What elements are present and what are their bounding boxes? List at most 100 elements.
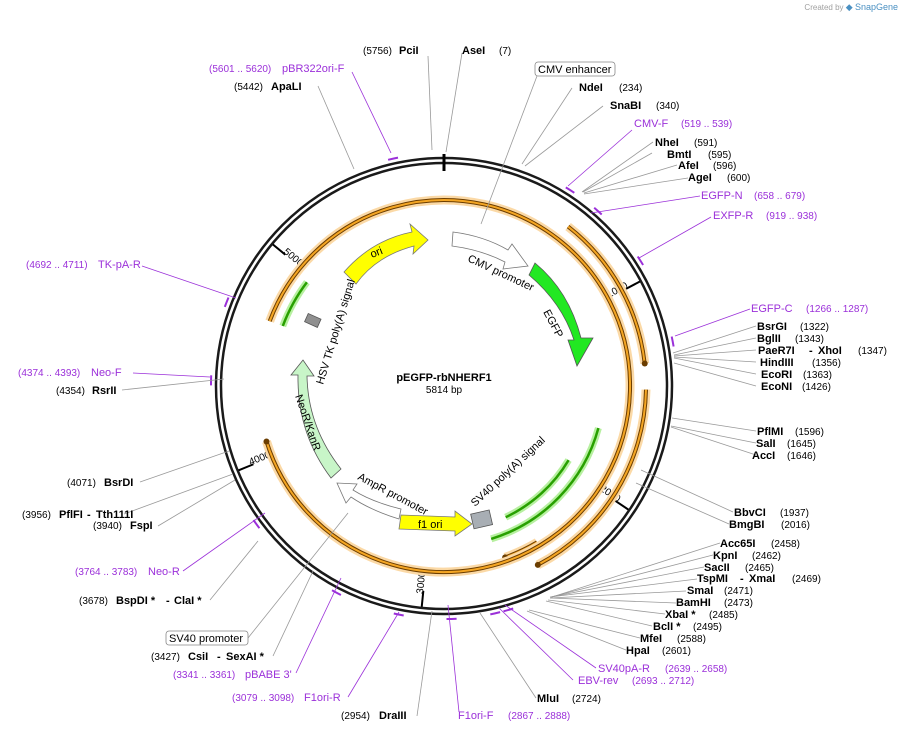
enzyme-label[interactable]: PflMI(1596) [757,426,824,438]
enzyme-label[interactable]: (3956)PflFI-Tth111I [22,509,133,521]
svg-text:Tth111I: Tth111I [96,509,133,521]
svg-text:XbaI *: XbaI * [665,609,696,621]
enzyme-label[interactable]: HindIII(1356) [760,357,841,369]
enzyme-label[interactable]: HpaI(2601) [626,645,691,657]
ampr-promoter-feature[interactable] [336,482,402,520]
svg-text:-: - [809,345,813,357]
enzyme-label[interactable]: SacII(2465) [704,562,774,574]
svg-text:(5601 .. 5620): (5601 .. 5620) [209,64,271,75]
primer-mark[interactable] [490,611,501,616]
primer-label[interactable]: (3079 .. 3098)F1ori-R [232,692,341,704]
enzyme-label[interactable]: AseI (7) [462,45,511,57]
primer-mark[interactable] [252,519,261,529]
enzyme-label[interactable]: (3940)FspI [93,520,153,532]
tick-mark [614,499,629,511]
svg-text:PflFI: PflFI [59,509,83,521]
svg-text:AseI: AseI [462,45,485,57]
enzyme-label[interactable]: Acc65I(2458) [720,538,800,550]
enzyme-label[interactable]: BbvCI(1937) [734,507,809,519]
enzyme-label[interactable]: (5442)ApaLI [234,81,302,93]
enzyme-label[interactable]: EcoNI(1426) [761,381,831,393]
svg-text:BamHI: BamHI [676,597,711,609]
primer-mark[interactable] [565,186,575,194]
neor-kanr-feature[interactable] [290,359,342,479]
primer-label[interactable]: EGFP-C(1266 .. 1287) [751,303,868,315]
svg-text:SacII: SacII [704,562,730,574]
primer-mark[interactable] [503,607,514,613]
boxed-feature-cmv-enhancer[interactable]: CMV enhancer [534,61,616,77]
enzyme-label[interactable]: KpnI(2462) [713,550,781,562]
enzyme-label[interactable]: (4354)RsrII [56,385,116,397]
svg-text:(3341 .. 3361): (3341 .. 3361) [173,670,235,681]
sv40-polya-feature[interactable] [470,509,494,530]
enzyme-label[interactable]: SalI(1645) [756,438,816,450]
primer-label[interactable]: (5601 .. 5620)pBR322ori-F [209,63,345,75]
orf-green-arc[interactable] [505,459,570,519]
enzyme-label[interactable]: SnaBI(340) [610,100,679,112]
enzyme-label[interactable]: SmaI(2471) [687,585,753,597]
primer-mark[interactable] [393,612,404,617]
enzyme-label[interactable]: BsrGI(1322) [757,321,829,333]
primer-label[interactable]: (4374 .. 4393)Neo-F [18,367,122,379]
enzyme-label[interactable]: MluI(2724) [537,693,601,705]
orf-green-arc[interactable] [490,427,600,541]
hsv-tk-polya-feature[interactable] [304,312,322,328]
primer-mark[interactable] [670,336,675,347]
credit-prefix: Created by [804,3,844,12]
backbone [214,154,674,616]
primer-label[interactable]: SV40pA-R (2639 .. 2658) [598,663,727,675]
primer-label[interactable]: EBV-rev(2693 .. 2712) [578,675,694,687]
enzyme-label[interactable]: AfeI(596) [678,160,736,172]
enzyme-label[interactable]: (3427)CsiI-SexAI * [151,651,265,663]
primer-label[interactable]: CMV-F(519 .. 539) [634,118,732,130]
svg-text:(2601): (2601) [662,646,691,657]
enzyme-label[interactable]: NdeI(234) [579,82,642,94]
f1-ori-feature[interactable] [398,510,473,537]
orf-arc-fill [265,199,632,574]
primer-label[interactable]: EXFP-R(919 .. 938) [713,210,817,222]
primer-mark[interactable] [223,297,230,308]
egfp-feature[interactable] [528,262,594,367]
enzyme-label[interactable]: AgeI(600) [688,172,750,184]
enzyme-label[interactable]: NheI(591) [655,137,717,149]
svg-text:(2639 .. 2658): (2639 .. 2658) [665,664,727,675]
primer-mark[interactable] [636,255,644,266]
enzyme-label[interactable]: MfeI(2588) [640,633,706,645]
primer-mark[interactable] [593,207,603,216]
enzyme-label[interactable]: (4071)BsrDI [67,477,133,489]
plasmid-name: pEGFP-rbNHERF1 [396,372,491,384]
svg-text:(2724): (2724) [572,694,601,705]
svg-text:(2462): (2462) [752,551,781,562]
enzyme-label[interactable]: BmtI(595) [667,149,731,161]
boxed-feature-sv40-promoter[interactable]: SV40 promoter [165,630,249,646]
primer-label[interactable]: (3341 .. 3361)pBABE 3' [173,669,292,681]
enzyme-label[interactable]: EcoRI(1363) [761,369,832,381]
enzyme-label[interactable]: (3678)BspDI *-ClaI * [79,595,202,607]
svg-text:BbvCI: BbvCI [734,507,766,519]
enzyme-label[interactable]: (2954)DraIII [341,710,407,722]
enzyme-label[interactable]: AccI(1646) [752,450,816,462]
enzyme-label[interactable]: BclI *(2495) [653,621,722,633]
enzyme-label[interactable]: BmgBI(2016) [729,519,810,531]
svg-text:(7): (7) [499,46,511,57]
enzyme-label[interactable]: BamHI(2473) [676,597,753,609]
svg-text:SalI: SalI [756,438,776,450]
primer-label[interactable]: EGFP-N(658 .. 679) [701,190,805,202]
primer-mark[interactable] [387,156,399,161]
enzyme-label[interactable]: TspMI-XmaI(2469) [697,573,821,585]
enzyme-label[interactable]: PaeR7I-XhoI(1347) [758,345,887,357]
enzyme-label[interactable]: BglII(1343) [757,333,824,345]
primer-label[interactable]: (4692 .. 4711)TK-pA-R [26,259,141,271]
cmv-promoter-feature[interactable] [451,231,529,270]
svg-text:SV40pA-R: SV40pA-R [598,663,650,675]
ori-feature[interactable] [343,222,429,285]
enzyme-label[interactable]: (5756)PciI [363,45,419,57]
primer-mark[interactable] [331,589,342,596]
orf-arrowhead [263,438,270,445]
enzyme-label[interactable]: XbaI *(2485) [665,609,738,621]
primer-label[interactable]: (3764 .. 3783)Neo-R [75,566,180,578]
tick-mark [238,463,254,472]
svg-text:ClaI *: ClaI * [174,595,202,607]
primer-label[interactable]: F1ori-F(2867 .. 2888) [458,710,570,722]
orf-green-arc[interactable] [281,281,308,327]
